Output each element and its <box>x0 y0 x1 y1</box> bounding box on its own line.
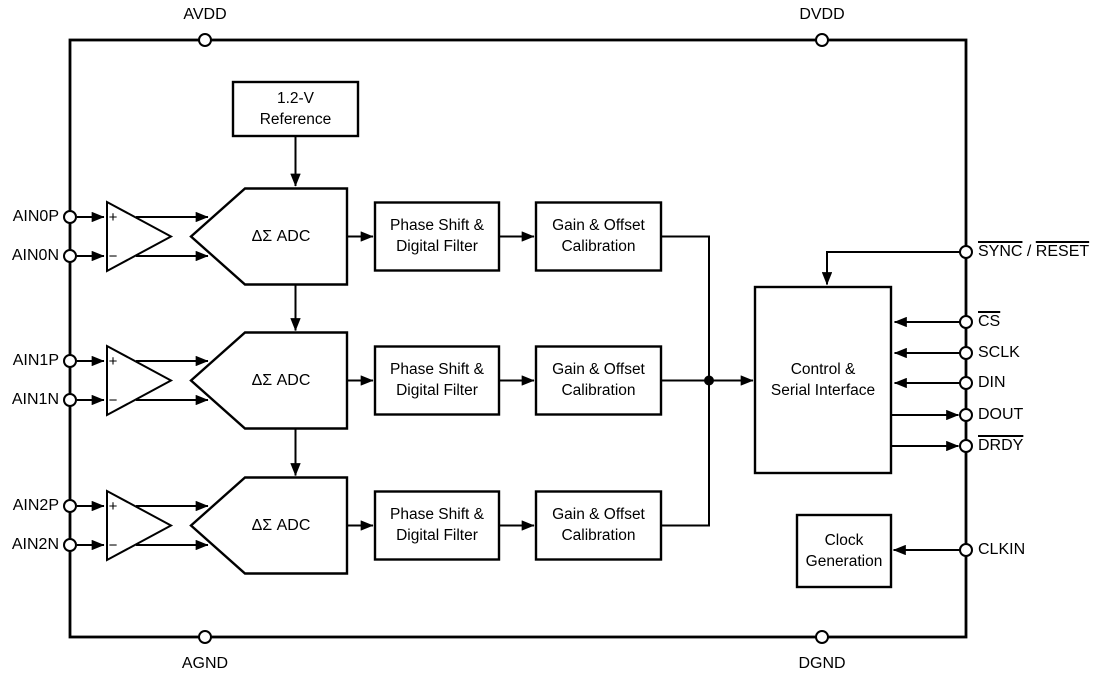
pin-circle-ain1n <box>63 393 77 407</box>
amp0-plus-sign: + <box>108 208 118 226</box>
amp1-plus-sign: + <box>108 352 118 370</box>
pin-label-dgnd: DGND <box>772 653 872 675</box>
agnd-text: AGND <box>181 655 229 672</box>
pin-label-dout: DOUT <box>978 404 1023 426</box>
sclk-text: SCLK <box>978 344 1020 361</box>
pin-label-ain0n: AIN0N <box>0 245 59 267</box>
drdy-text: DRDY <box>978 437 1024 454</box>
pin-label-avdd: AVDD <box>155 4 255 26</box>
cs-text: CS <box>978 313 1001 330</box>
pin-label-cs: CS <box>978 311 1000 333</box>
chip-boundary <box>68 38 968 639</box>
pin-circle-avdd <box>198 33 212 47</box>
pin-circle-clkin <box>959 543 973 557</box>
sync-text: SYNC <box>978 243 1023 260</box>
pin-label-drdy: DRDY <box>978 435 1023 457</box>
bus-junction-dot <box>704 375 714 386</box>
pin-circle-cs <box>959 315 973 329</box>
din-text: DIN <box>978 374 1006 391</box>
channel-2 <box>77 380 710 575</box>
pin-label-dvdd: DVDD <box>772 4 872 26</box>
pin-circle-sclk <box>959 346 973 360</box>
ain1p-text: AIN1P <box>12 352 59 369</box>
adc0-label: ΔΣ ADC <box>251 227 311 245</box>
adc-block-0 <box>189 187 349 286</box>
control-serial-block <box>753 285 893 475</box>
pin-circle-sync-reset <box>959 245 973 259</box>
reference-block-label: 1.2-V Reference <box>233 82 358 136</box>
amp0-minus-sign: − <box>108 247 118 265</box>
ain2n-text: AIN2N <box>11 536 59 553</box>
wire-sync-reset-to-control <box>821 251 960 286</box>
pin-label-ain0p: AIN0P <box>0 206 59 228</box>
phase-filter-block-1 <box>373 345 501 416</box>
ain2p-text: AIN2P <box>12 497 59 514</box>
reference-line1: 1.2-V <box>276 90 315 107</box>
pin-label-ain1p: AIN1P <box>0 350 59 372</box>
wire-gain2-to-bus <box>661 380 710 527</box>
pin-circle-drdy <box>959 439 973 453</box>
pin-circle-ain0n <box>63 249 77 263</box>
pin-circle-ain2p <box>63 499 77 513</box>
phase-filter-label-1: Phase Shift &Digital Filter <box>390 361 484 399</box>
pin-label-din: DIN <box>978 372 1006 394</box>
ain1n-text: AIN1N <box>11 391 59 408</box>
pin-circle-ain2n <box>63 538 77 552</box>
pin-label-ain2p: AIN2P <box>0 495 59 517</box>
pin-label-clkin: CLKIN <box>978 539 1025 561</box>
ain0n-text: AIN0N <box>11 247 59 264</box>
gain-offset-block-2 <box>534 490 663 561</box>
clock-gen-block <box>795 513 893 589</box>
pin-circle-din <box>959 376 973 390</box>
pin-label-sync-reset: SYNC / RESET <box>978 241 1089 263</box>
pin-circle-ain0p <box>63 210 77 224</box>
dout-text: DOUT <box>978 406 1024 423</box>
gain-offset-block-0 <box>534 201 663 272</box>
adc1-label: ΔΣ ADC <box>251 371 311 389</box>
pin-label-agnd: AGND <box>155 653 255 675</box>
channel-0 <box>77 187 710 381</box>
pin-label-sclk: SCLK <box>978 342 1020 364</box>
control-serial-label: Control &Serial Interface <box>770 361 876 399</box>
pin-circle-ain1p <box>63 354 77 368</box>
amp2-minus-sign: − <box>108 536 118 554</box>
phase-filter-label-2: Phase Shift &Digital Filter <box>390 506 484 544</box>
phase-filter-label-0: Phase Shift &Digital Filter <box>390 217 484 255</box>
amp2-plus-sign: + <box>108 497 118 515</box>
amp1-minus-sign: − <box>108 391 118 409</box>
clkin-text: CLKIN <box>978 541 1026 558</box>
wire-gain0-to-bus <box>661 235 710 381</box>
dgnd-text: DGND <box>798 655 846 672</box>
amplifier-0 <box>106 200 174 273</box>
phase-filter-block-0 <box>373 201 501 272</box>
pin-circle-dout <box>959 408 973 422</box>
pin-circle-dgnd <box>815 630 829 644</box>
reference-line2: Reference <box>259 111 332 128</box>
pin-label-ain1n: AIN1N <box>0 389 59 411</box>
adc2-label: ΔΣ ADC <box>251 516 311 534</box>
pin-label-ain2n: AIN2N <box>0 534 59 556</box>
amplifier-2 <box>106 489 174 562</box>
adc-block-1 <box>189 331 349 430</box>
reset-text: RESET <box>1035 243 1090 260</box>
dvdd-text: DVDD <box>799 6 845 23</box>
phase-filter-block-2 <box>373 490 501 561</box>
adc-block-2 <box>189 476 349 575</box>
channel-1 <box>77 331 754 430</box>
sync-reset-separator: / <box>1022 243 1036 260</box>
pin-circle-agnd <box>198 630 212 644</box>
ain0p-text: AIN0P <box>12 208 59 225</box>
pin-circle-dvdd <box>815 33 829 47</box>
amplifier-1 <box>106 344 174 417</box>
avdd-text: AVDD <box>183 6 227 23</box>
